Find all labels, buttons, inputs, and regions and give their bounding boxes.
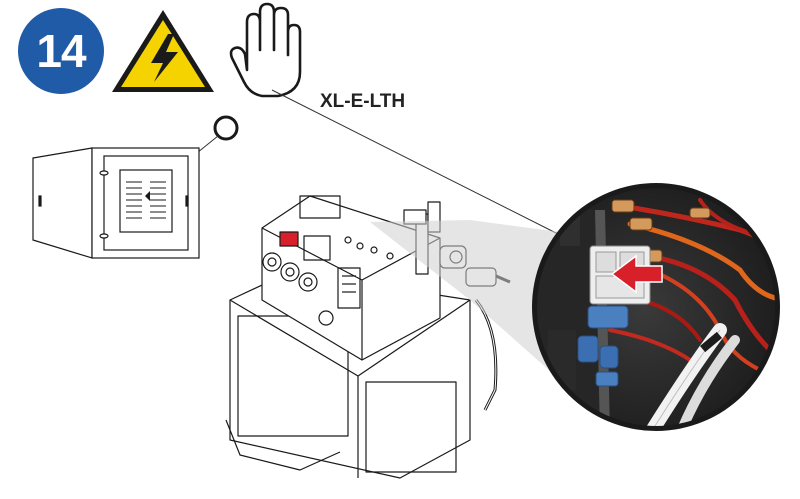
stop-hand-icon [229, 2, 302, 98]
electrical-hazard-icon [112, 10, 214, 92]
step-number-badge: 14 [18, 8, 104, 94]
wiring-detail-photo [532, 183, 780, 431]
red-arrow-icon [610, 254, 663, 294]
breaker-panel-icon [32, 147, 200, 259]
model-label: XL-E-LTH [320, 91, 406, 112]
zoom-callout-beam [370, 220, 560, 380]
power-off-circle-icon [213, 115, 239, 141]
step-number: 14 [36, 25, 86, 77]
